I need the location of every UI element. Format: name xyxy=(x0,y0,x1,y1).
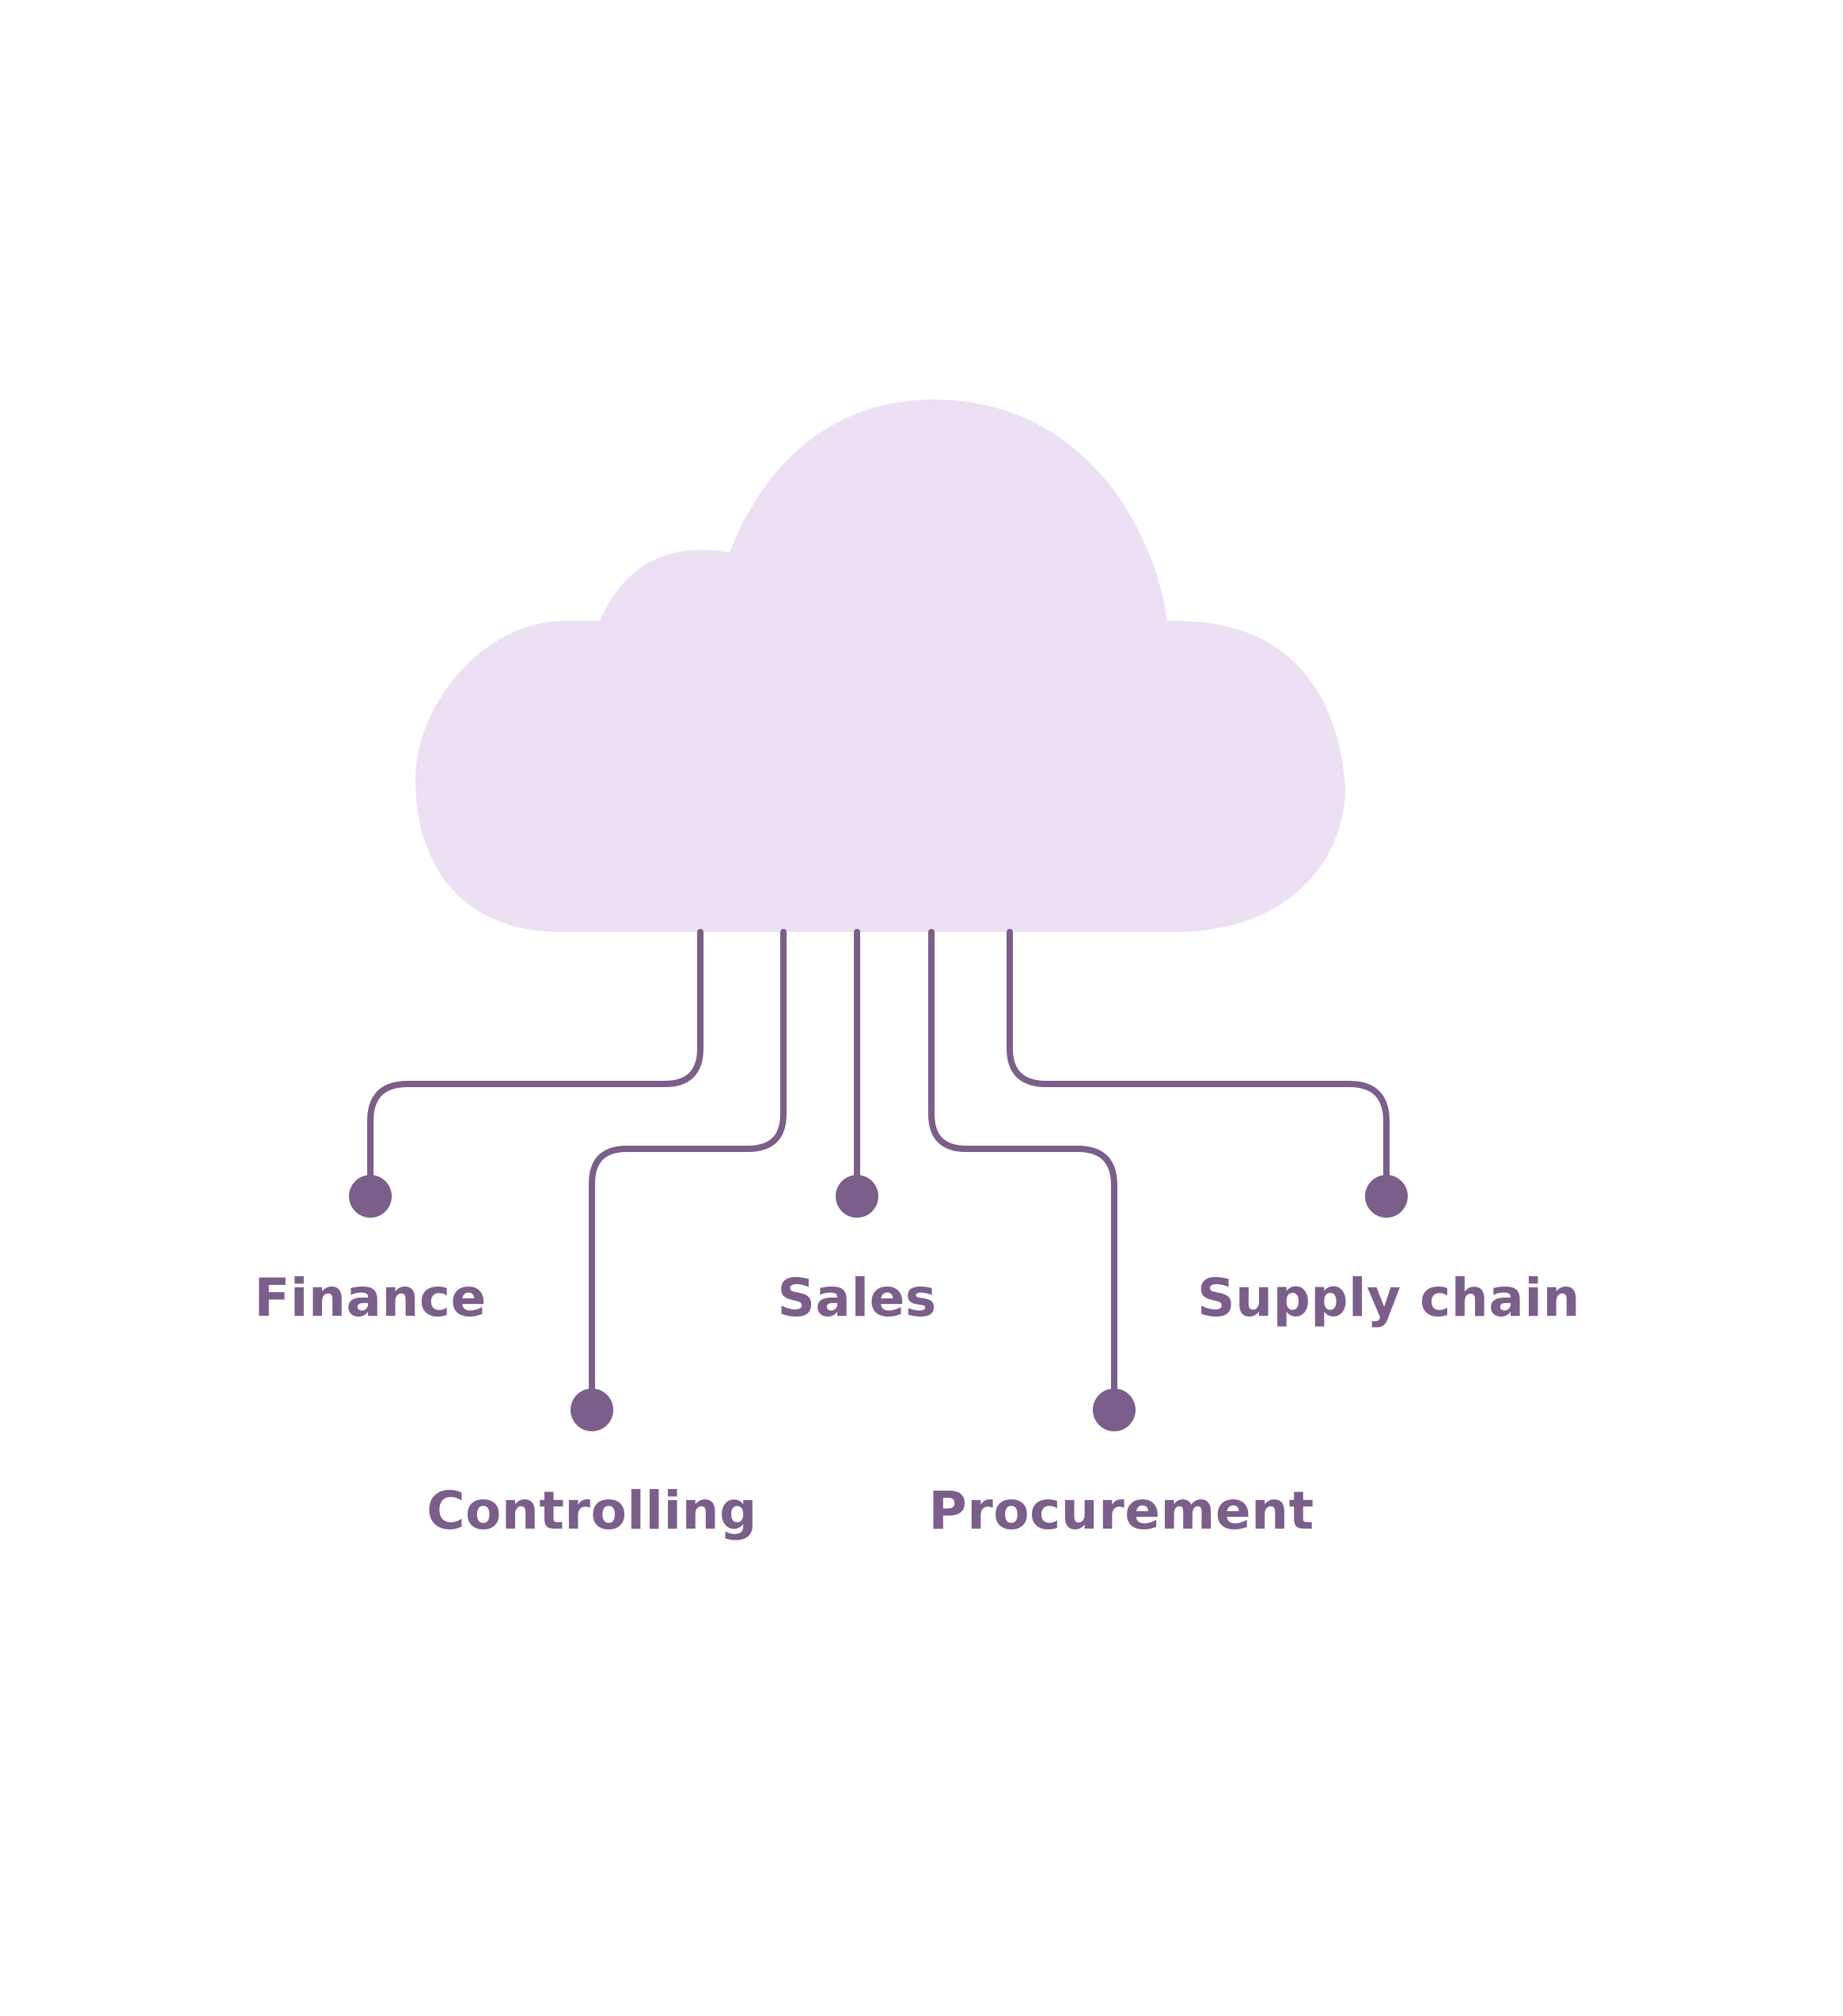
dot-supply-chain xyxy=(1365,1175,1408,1218)
dot-controlling xyxy=(571,1389,613,1431)
node-labels: Finance Controlling Sales Procurement Su… xyxy=(254,1268,1580,1541)
label-procurement: Procurement xyxy=(928,1480,1314,1541)
connector-controlling xyxy=(589,929,787,1413)
connector-finance xyxy=(367,929,703,1199)
connector-supply-chain xyxy=(1007,929,1390,1199)
dot-procurement xyxy=(1093,1389,1136,1431)
label-controlling: Controlling xyxy=(427,1480,757,1541)
connector-procurement xyxy=(928,929,1117,1413)
dot-sales xyxy=(836,1175,878,1218)
label-finance: Finance xyxy=(254,1268,487,1328)
cloud-icon xyxy=(415,400,1345,932)
dot-finance xyxy=(349,1175,392,1218)
connector-lines xyxy=(367,929,1390,1413)
label-supply-chain: Supply chain xyxy=(1197,1268,1580,1328)
endpoint-dots xyxy=(349,1175,1408,1431)
label-sales: Sales xyxy=(777,1268,936,1328)
